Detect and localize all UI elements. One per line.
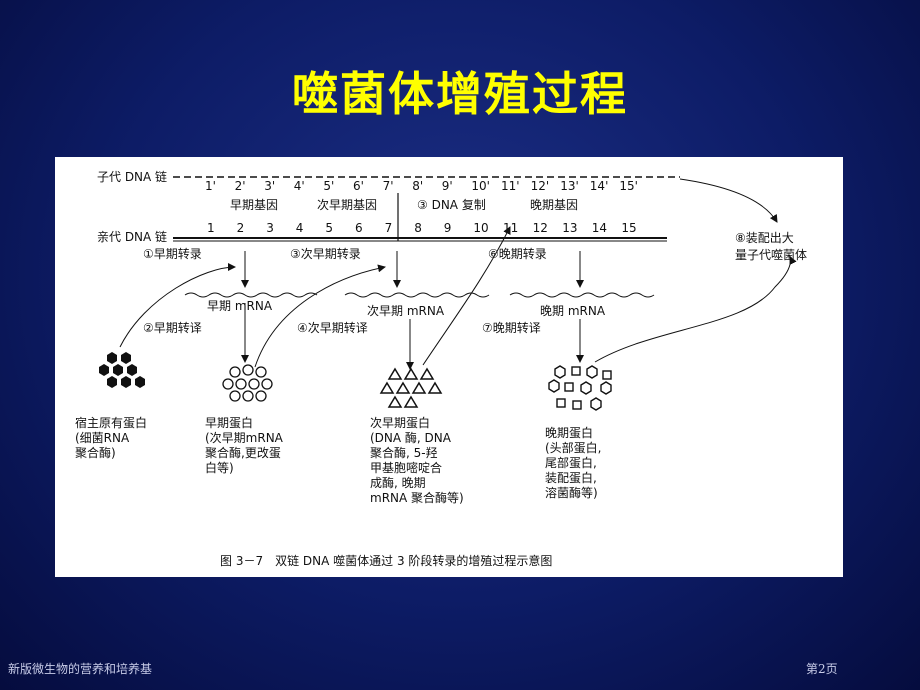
parent-tick-14: 14 bbox=[592, 221, 607, 235]
secondary-protein-cluster bbox=[379, 367, 443, 408]
secondary-mrna-label: 次早期 mRNA bbox=[367, 304, 445, 318]
child-tick-labels: 1' 2' 3' 4' 5' 6' 7' 8' 9' 10' 11' 12' 13' 14' 15' bbox=[205, 179, 638, 193]
child-strand-label: 子代 DNA 链 bbox=[97, 169, 167, 184]
early-protein-to-secondary-arrow bbox=[254, 264, 386, 368]
late-label-line-5: 溶菌酶等) bbox=[545, 485, 598, 500]
step3-secondary-transcription: ③次早期转录 bbox=[290, 246, 361, 261]
secondary-early-genes-label: 次早期基因 bbox=[317, 198, 377, 212]
parent-tick-8: 8 bbox=[414, 221, 422, 235]
step8-assembly-line2: 量子代噬菌体 bbox=[735, 247, 807, 262]
late-label-line-2: (头部蛋白, bbox=[545, 440, 602, 455]
child-tick-11: 11' bbox=[501, 179, 520, 193]
child-tick-12: 12' bbox=[531, 179, 550, 193]
child-tick-1: 1' bbox=[205, 179, 216, 193]
child-tick-14: 14' bbox=[590, 179, 609, 193]
secondary-label-line-5: 成酶, 晚期 bbox=[370, 475, 426, 490]
child-tick-6: 6' bbox=[353, 179, 364, 193]
early-mrna-wave bbox=[184, 292, 318, 298]
child-tick-13: 13' bbox=[560, 179, 579, 193]
child-tick-2: 2' bbox=[235, 179, 246, 193]
child-tick-5: 5' bbox=[323, 179, 334, 193]
child-tick-10: 10' bbox=[471, 179, 490, 193]
slide-title: 噬菌体增殖过程 bbox=[292, 67, 628, 121]
late-genes-label: 晚期基因 bbox=[530, 198, 578, 212]
host-label-line-1: 宿主原有蛋白 bbox=[75, 415, 147, 430]
parent-tick-7: 7 bbox=[385, 221, 393, 235]
early-label-line-4: 白等) bbox=[205, 460, 234, 475]
child-tick-4: 4' bbox=[294, 179, 305, 193]
parent-tick-12: 12 bbox=[533, 221, 548, 235]
child-tick-7: 7' bbox=[383, 179, 394, 193]
child-tick-9: 9' bbox=[442, 179, 453, 193]
secondary-label-line-2: (DNA 酶, DNA bbox=[370, 430, 452, 445]
early-genes-label: 早期基因 bbox=[230, 198, 278, 212]
step7-late-translation: ⑦晚期转译 bbox=[482, 320, 541, 335]
phage-replication-diagram: 子代 DNA 链 亲代 DNA 链 1'2'3'4'5'6'7'8'9'10'1… bbox=[55, 157, 843, 577]
footer-page-number: 第2页 bbox=[806, 662, 838, 676]
secondary-label-line-3: 聚合酶, 5-羟 bbox=[370, 445, 438, 460]
secondary-label-line-4: 甲基胞嘧啶合 bbox=[370, 460, 442, 475]
step4-secondary-translation: ④次早期转译 bbox=[297, 320, 368, 335]
host-label-line-2: (细菌RNA bbox=[75, 431, 130, 445]
parent-tick-5: 5 bbox=[325, 221, 333, 235]
child-tick-3: 3' bbox=[264, 179, 275, 193]
child-tick-15: 15' bbox=[619, 179, 638, 193]
parent-tick-9: 9 bbox=[444, 221, 452, 235]
step2-early-translation: ②早期转译 bbox=[143, 320, 202, 335]
late-label-line-1: 晚期蛋白 bbox=[545, 425, 593, 440]
parent-tick-3: 3 bbox=[266, 221, 274, 235]
figure-caption: 图 3－7 双链 DNA 噬菌体通过 3 阶段转录的增殖过程示意图 bbox=[220, 553, 552, 568]
secondary-label-line-1: 次早期蛋白 bbox=[370, 415, 430, 430]
host-protein-cluster bbox=[99, 352, 145, 388]
parent-tick-4: 4 bbox=[296, 221, 304, 235]
early-label-line-2: (次早期mRNA bbox=[205, 431, 284, 445]
parent-tick-1: 1 bbox=[207, 221, 215, 235]
early-label-line-3: 聚合酶,更改蛋 bbox=[205, 445, 281, 460]
early-protein-cluster bbox=[222, 364, 273, 402]
dna-replication-label: ③ DNA 复制 bbox=[417, 198, 486, 212]
early-mrna-label: 早期 mRNA bbox=[207, 299, 273, 313]
step1-early-transcription: ①早期转录 bbox=[143, 246, 202, 261]
step8-assembly-line1: ⑧装配出大 bbox=[735, 231, 794, 245]
parent-strand-label: 亲代 DNA 链 bbox=[97, 229, 167, 244]
late-mrna-label: 晚期 mRNA bbox=[540, 304, 606, 318]
parent-tick-13: 13 bbox=[562, 221, 577, 235]
secondary-mrna-wave bbox=[344, 292, 490, 298]
child-tick-8: 8' bbox=[412, 179, 423, 193]
parent-tick-15: 15 bbox=[621, 221, 636, 235]
child-dna-to-assembly-arrow bbox=[679, 178, 778, 223]
parent-tick-2: 2 bbox=[237, 221, 245, 235]
secondary-protein-to-replication-arrow bbox=[422, 226, 511, 366]
late-label-line-3: 尾部蛋白, bbox=[545, 455, 597, 470]
early-label-line-1: 早期蛋白 bbox=[205, 415, 253, 430]
host-label-line-3: 聚合酶) bbox=[75, 445, 116, 460]
late-label-line-4: 装配蛋白, bbox=[545, 470, 597, 485]
footer-course-title: 新版微生物的营养和培养基 bbox=[8, 662, 153, 676]
late-protein-to-assembly-arrow bbox=[594, 256, 797, 363]
late-protein-label: 晚期蛋白(头部蛋白,尾部蛋白,装配蛋白,溶菌酶等) bbox=[545, 425, 602, 500]
parent-tick-10: 10 bbox=[473, 221, 488, 235]
late-mrna-wave bbox=[509, 292, 655, 298]
parent-tick-6: 6 bbox=[355, 221, 363, 235]
step6-late-transcription: ⑥晚期转录 bbox=[488, 246, 547, 261]
secondary-label-line-6: mRNA 聚合酶等) bbox=[370, 490, 464, 505]
host-protein-to-transcription-arrow bbox=[119, 263, 236, 348]
late-protein-cluster bbox=[548, 365, 612, 411]
diagram-svg: 子代 DNA 链 亲代 DNA 链 1'2'3'4'5'6'7'8'9'10'1… bbox=[75, 169, 807, 568]
parent-tick-11: 11 bbox=[503, 221, 518, 235]
